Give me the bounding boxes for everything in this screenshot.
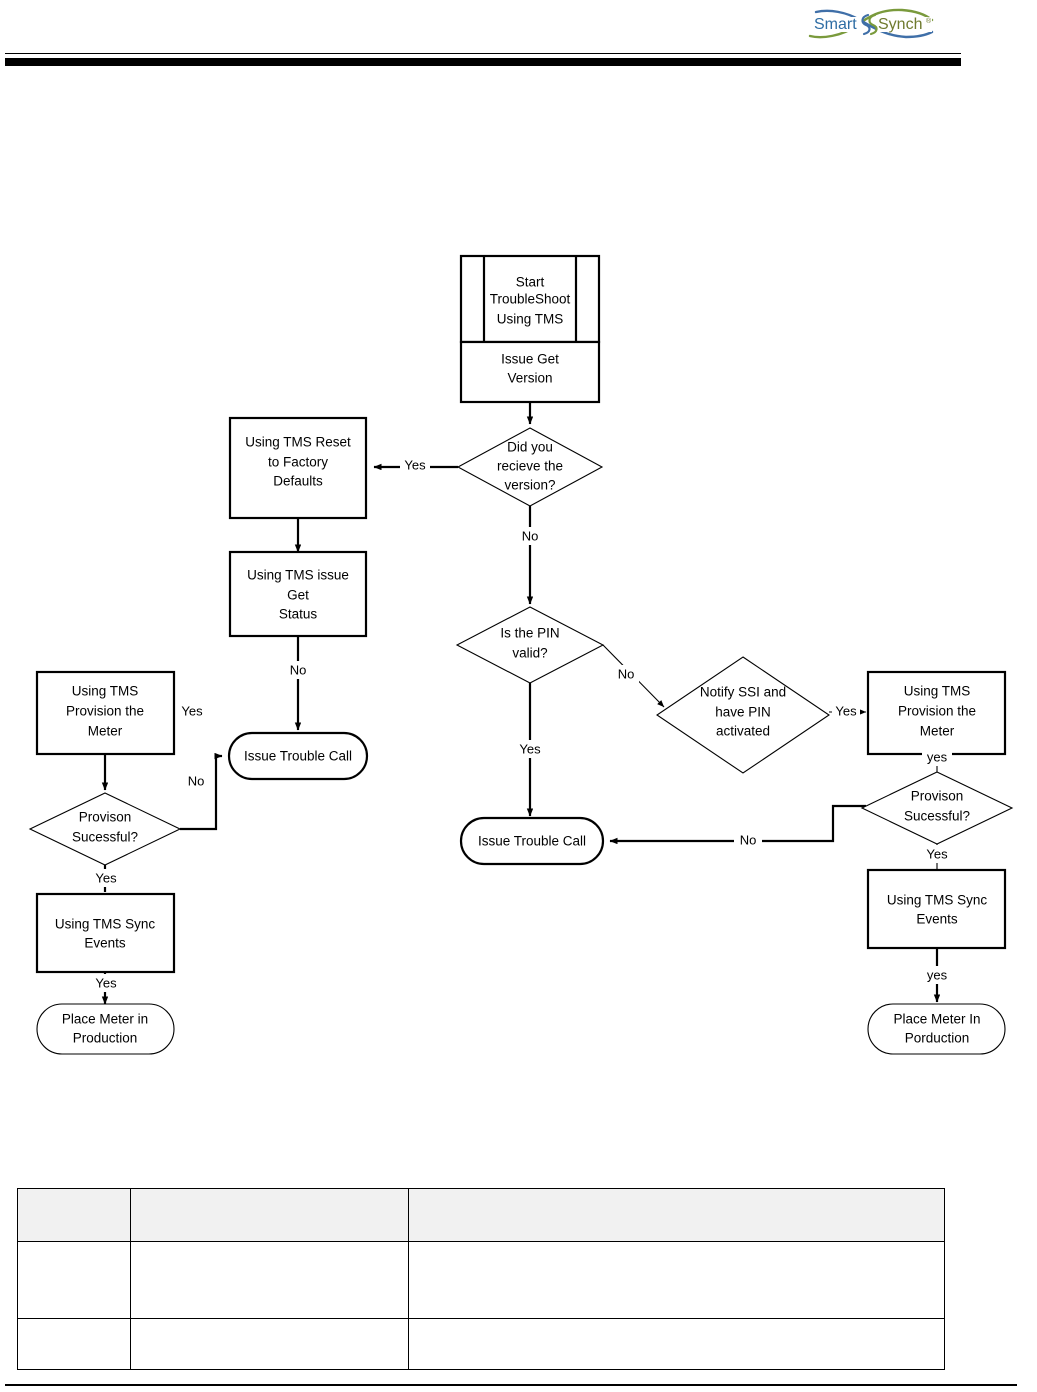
edge-label-provision-successful-right-yes: Yes: [926, 846, 948, 861]
sync-events-right-line2: Events: [916, 912, 958, 927]
table-row: [17, 1241, 945, 1319]
table-header-cell-3: [408, 1188, 945, 1242]
sync-events-left-line2: Events: [84, 936, 126, 951]
reset-to-factory-line1: Using TMS Reset: [245, 435, 351, 450]
node-provision-meter-right: Using TMS Provision the Meter: [866, 670, 1007, 756]
provision-meter-right-line1: Using TMS: [904, 684, 971, 699]
node-provision-meter-left: Using TMS Provision the Meter: [35, 670, 176, 756]
table-cell: [17, 1241, 131, 1319]
node-provision-successful-left: Provison Sucessful?: [28, 792, 182, 866]
logo-text-smart: Smart: [814, 16, 857, 33]
receive-version-line3: version?: [504, 478, 555, 493]
provision-successful-right-line1: Provison: [911, 789, 964, 804]
edge-label-notify-ssi-yes: Yes: [835, 703, 857, 718]
provision-meter-left-line2: Provision the: [66, 704, 144, 719]
node-is-pin-valid: Is the PIN valid?: [455, 606, 605, 684]
provision-successful-right-line2: Sucessful?: [904, 809, 970, 824]
edge-label-sync-right-yes: yes: [927, 967, 948, 982]
issue-get-status-line3: Status: [279, 607, 318, 622]
node-sync-events-right: Using TMS Sync Events: [866, 868, 1007, 950]
reset-to-factory-line3: Defaults: [273, 474, 323, 489]
table-cell: [408, 1241, 945, 1319]
troubleshooting-flowchart: Start TroubleShoot Using TMS Issue Get V…: [28, 254, 1014, 1055]
edge-label-provision-successful-left-yes: Yes: [95, 870, 117, 885]
place-meter-right-line2: Porduction: [905, 1031, 970, 1046]
node-start-troubleshoot: Start TroubleShoot Using TMS: [459, 254, 601, 344]
notify-ssi-line3: activated: [716, 724, 770, 739]
is-pin-valid-line2: valid?: [512, 646, 547, 661]
provision-meter-left-line3: Meter: [88, 724, 123, 739]
table-row: [17, 1318, 945, 1370]
table-cell: [408, 1318, 945, 1370]
edge-label-provision-left-yes: Yes: [181, 703, 203, 718]
edge-provision-right-no: [609, 804, 866, 845]
sync-events-right-line1: Using TMS Sync: [887, 893, 988, 908]
place-meter-left-line1: Place Meter in: [62, 1012, 148, 1027]
logo-text-synch: Synch: [878, 16, 922, 33]
table-cell: [17, 1318, 131, 1370]
edge-label-version-no: No: [522, 528, 539, 543]
node-notify-ssi: Notify SSI and have PIN activated: [656, 656, 830, 774]
edge-label-status-no: No: [290, 662, 307, 677]
node-place-meter-production-left: Place Meter in Production: [36, 1003, 175, 1055]
reset-to-factory-line2: to Factory: [268, 455, 328, 470]
place-meter-left-line2: Production: [73, 1031, 138, 1046]
issue-trouble-call-left-label: Issue Trouble Call: [244, 749, 352, 764]
sync-events-left-line1: Using TMS Sync: [55, 917, 156, 932]
table-header-cell-1: [17, 1188, 131, 1242]
edge-label-pin-yes: Yes: [519, 741, 541, 756]
node-issue-get-status: Using TMS issue Get Status: [228, 550, 368, 638]
edge-label-pin-no: No: [618, 666, 635, 681]
node-provision-successful-right: Provison Sucessful?: [860, 771, 1014, 845]
table-cell: [130, 1318, 409, 1370]
node-issue-trouble-call-center: Issue Trouble Call: [459, 816, 605, 866]
start-troubleshoot-line3: Using TMS: [497, 312, 564, 327]
table-header-cell-2: [130, 1188, 409, 1242]
issue-get-version-line2: Version: [507, 371, 552, 386]
issue-trouble-call-center-label: Issue Trouble Call: [478, 834, 586, 849]
issue-get-status-line2: Get: [287, 588, 309, 603]
notify-ssi-line1: Notify SSI and: [700, 685, 786, 700]
node-issue-trouble-call-left: Issue Trouble Call: [227, 731, 369, 781]
node-reset-to-factory: Using TMS Reset to Factory Defaults: [228, 416, 368, 520]
start-troubleshoot-line1: Start: [516, 275, 545, 290]
table-cell: [130, 1241, 409, 1319]
edge-label-provision-right-yes: yes: [927, 749, 948, 764]
issue-get-version-line1: Issue Get: [501, 352, 559, 367]
edge-label-provision-right-no: No: [740, 832, 757, 847]
notify-ssi-line2: have PIN: [715, 705, 771, 720]
footer-rule: [5, 1384, 1017, 1386]
edge-label-provision-left-no: No: [188, 773, 205, 788]
node-sync-events-left: Using TMS Sync Events: [35, 892, 176, 974]
receive-version-line1: Did you: [507, 440, 553, 455]
table-header-row: [17, 1188, 945, 1242]
provision-meter-left-line1: Using TMS: [72, 684, 139, 699]
provision-successful-left-line1: Provison: [79, 810, 132, 825]
issue-get-status-line1: Using TMS issue: [247, 568, 349, 583]
edge-label-sync-left-yes: Yes: [95, 975, 117, 990]
node-issue-get-version: Issue Get Version: [459, 340, 601, 404]
smartsynch-logo: Smart Synch ®: [806, 6, 936, 42]
provision-successful-left-line2: Sucessful?: [72, 830, 138, 845]
page-header: Smart Synch ®: [0, 0, 1037, 80]
provision-meter-right-line2: Provision the: [898, 704, 976, 719]
node-place-meter-production-right: Place Meter In Porduction: [867, 1003, 1006, 1055]
edge-label-version-yes: Yes: [404, 457, 426, 472]
start-troubleshoot-line2: TroubleShoot: [490, 292, 571, 307]
revision-table: [17, 1188, 945, 1370]
is-pin-valid-line1: Is the PIN: [500, 626, 559, 641]
receive-version-line2: recieve the: [497, 459, 563, 474]
edge-provision-left-no: [180, 752, 223, 831]
place-meter-right-line1: Place Meter In: [893, 1012, 980, 1027]
header-rule-thin: [5, 53, 961, 54]
provision-meter-right-line3: Meter: [920, 724, 955, 739]
header-rule-thick: [5, 58, 961, 66]
node-did-you-receive-version: Did you recieve the version?: [456, 427, 604, 507]
logo-trademark-icon: ®: [926, 17, 932, 25]
